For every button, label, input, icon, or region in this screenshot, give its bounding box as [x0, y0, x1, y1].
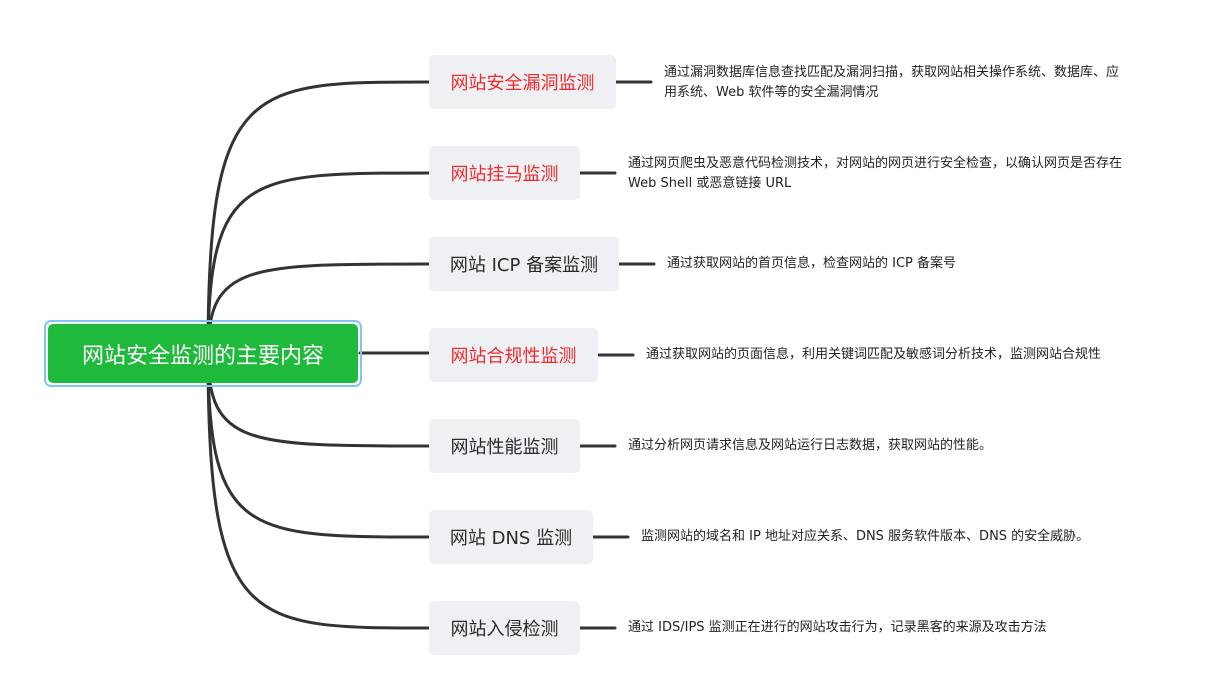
branch-connector	[206, 351, 431, 448]
branch-connector	[206, 171, 431, 355]
branch-label: 网站 ICP 备案监测	[449, 255, 599, 276]
branch-label: 网站入侵检测	[450, 619, 559, 640]
branch-description-performance: 通过分析网页请求信息及网站运行日志数据，获取网站的性能。	[628, 438, 993, 453]
branch-node-vulnerability[interactable]: 网站安全漏洞监测	[429, 55, 616, 109]
branch-description-intrusion: 通过 IDS/IPS 监测正在进行的网站攻击行为，记录黑客的来源及攻击方法	[628, 620, 1047, 635]
branch-label: 网站合规性监测	[450, 346, 577, 367]
branch-node-webshell[interactable]: 网站挂马监测	[429, 146, 580, 200]
branch-description-dns: 监测网站的域名和 IP 地址对应关系、DNS 服务软件版本、DNS 的安全威胁。	[641, 529, 1090, 544]
branch-node-intrusion[interactable]: 网站入侵检测	[429, 601, 580, 655]
root-node-label: 网站安全监测的主要内容	[81, 343, 324, 369]
branch-node-performance[interactable]: 网站性能监测	[429, 419, 580, 473]
root-node-selection-outline	[44, 320, 362, 387]
branch-connector	[206, 80, 431, 355]
branch-node-icp[interactable]: 网站 ICP 备案监测	[429, 237, 619, 291]
branch-label: 网站 DNS 监测	[449, 528, 573, 549]
branch-description-vulnerability: 通过漏洞数据库信息查找匹配及漏洞扫描，获取网站相关操作系统、数据库、应用系统、W…	[664, 65, 1120, 100]
branch-label: 网站挂马监测	[450, 164, 559, 185]
branch-description-webshell: 通过网页爬虫及恶意代码检测技术，对网站的网页进行安全检查，以确认网页是否存在 W…	[628, 156, 1123, 191]
branch-label: 网站安全漏洞监测	[450, 73, 595, 94]
branch-node-dns[interactable]: 网站 DNS 监测	[429, 510, 593, 564]
branch-label: 网站性能监测	[450, 437, 559, 458]
branch-description-icp: 通过获取网站的首页信息，检查网站的 ICP 备案号	[667, 256, 957, 271]
branch-connector	[206, 262, 431, 355]
branch-description-compliance: 通过获取网站的页面信息，利用关键词匹配及敏感词分析技术，监测网站合规性	[646, 347, 1102, 362]
root-node[interactable]: 网站安全监测的主要内容	[48, 324, 358, 383]
branch-node-compliance[interactable]: 网站合规性监测	[429, 328, 598, 382]
branch-connector	[206, 351, 431, 630]
